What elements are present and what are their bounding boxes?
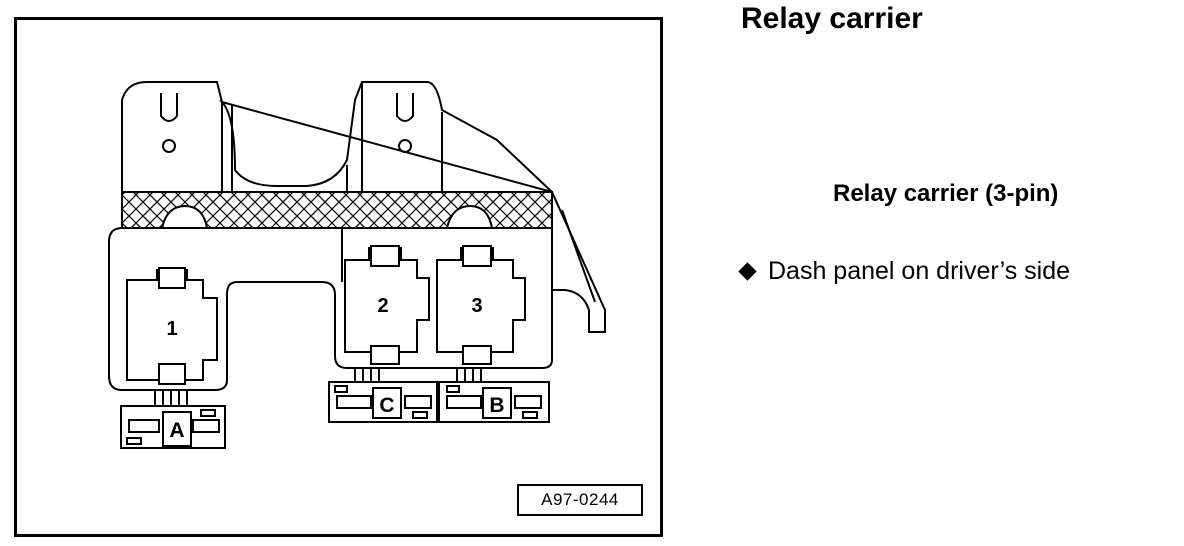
location-bullet: Dash panel on driver’s side	[735, 257, 1070, 286]
connector-label-c: C	[379, 394, 394, 417]
page-title: Relay carrier	[741, 2, 923, 35]
relay-slot-2: 2	[344, 245, 430, 365]
mounting-slot-left	[160, 93, 178, 153]
mounting-slot-right	[396, 93, 414, 153]
connector-b: B	[438, 381, 550, 423]
relay-slot-3: 3	[436, 245, 526, 365]
relay-label-1: 1	[166, 318, 177, 340]
connector-c: C	[328, 381, 438, 423]
relay-label-2: 2	[377, 295, 388, 317]
mounting-bracket	[121, 81, 553, 193]
diagram-subtitle: Relay carrier (3-pin)	[833, 180, 1059, 207]
side-bracket	[551, 191, 606, 333]
relay-carrier-drawing: 1 2 3 A	[108, 81, 606, 449]
connector-label-b: B	[489, 394, 504, 417]
relay-label-3: 3	[471, 295, 482, 317]
relay-slot-1: 1	[126, 267, 218, 385]
diamond-bullet-icon	[738, 262, 757, 281]
connector-label-a: A	[169, 419, 184, 442]
diagram-frame: 1 2 3 A	[14, 17, 663, 537]
reference-code: A97-0244	[517, 484, 643, 516]
location-note: Dash panel on driver’s side	[768, 257, 1071, 285]
connector-a: A	[120, 405, 226, 449]
wire-leads	[154, 368, 482, 406]
